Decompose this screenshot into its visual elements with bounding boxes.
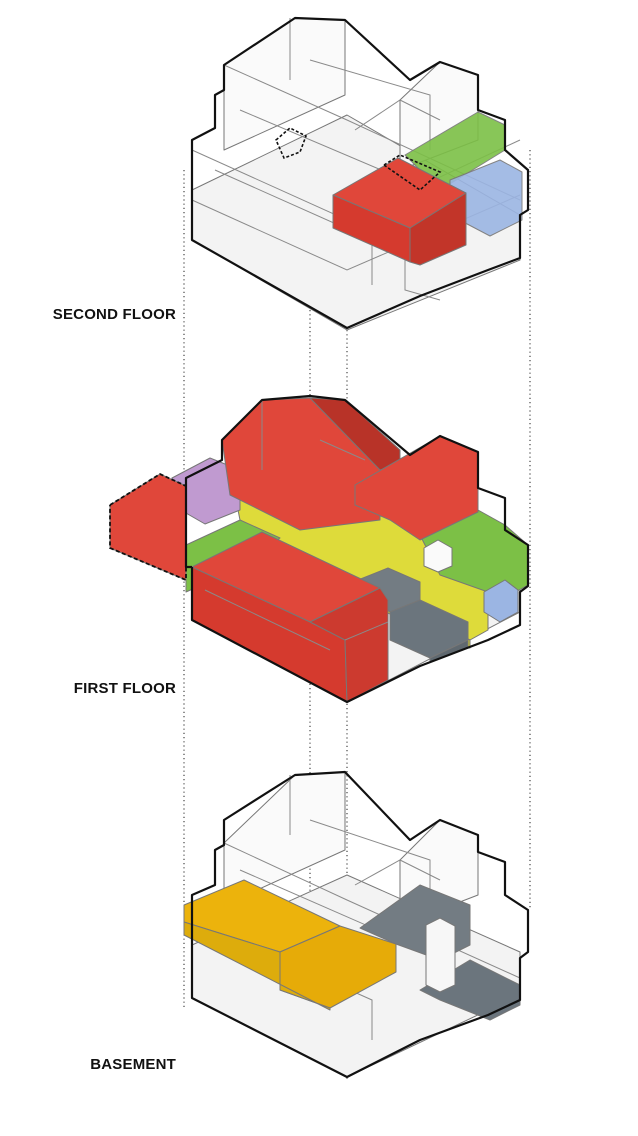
first-floor-outline: [184, 394, 530, 704]
second-red-side: [409, 192, 467, 266]
second-floor-outline: [190, 16, 530, 330]
basement-outline: [190, 770, 530, 1079]
basement-orange-zone: [183, 879, 397, 1011]
first-gray-service: [357, 567, 469, 663]
basement-label: BASEMENT: [90, 1056, 176, 1073]
first-blue-zone: [483, 579, 519, 623]
first-floor-axonometric: [109, 394, 530, 704]
basement-axonometric: [183, 770, 530, 1079]
second-floor-program: [332, 111, 523, 266]
first-floor-label: FIRST FLOOR: [73, 680, 176, 697]
second-floor-label: SECOND FLOOR: [52, 306, 176, 323]
first-red-dashed-wing: [109, 472, 187, 582]
alignment-guides: [183, 150, 531, 1080]
first-red-front-mass: [191, 531, 389, 703]
basement-gray-service: [359, 884, 521, 1021]
second-floor-axonometric: [190, 16, 530, 331]
first-red-upper-mass: [221, 397, 479, 541]
